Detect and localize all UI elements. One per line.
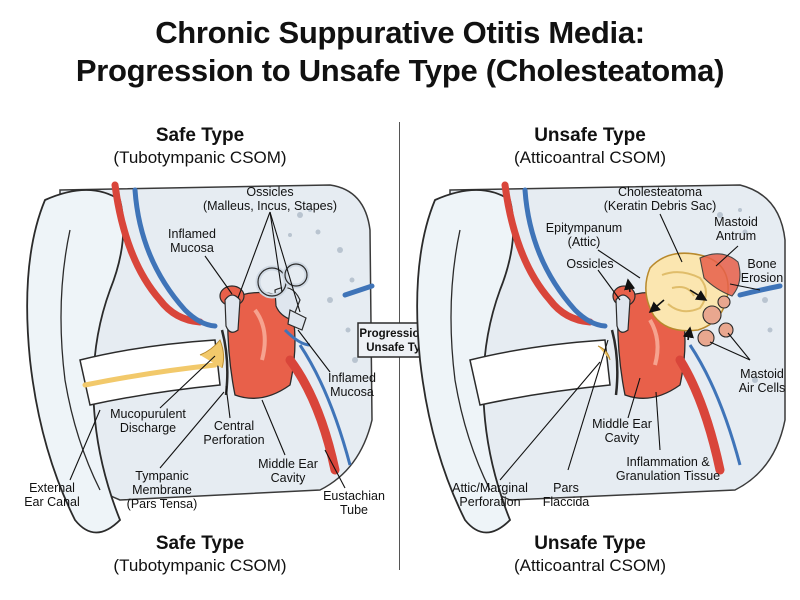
title-line-2: Progression to Unsafe Type (Cholesteatom… — [75, 53, 725, 88]
right-ear-illustration — [416, 181, 786, 534]
label-cholesteatoma-l2: (Keratin Debris Sac) — [604, 199, 717, 213]
left-eustachian-tube — [285, 355, 340, 475]
label-tympanic-l2: Membrane — [132, 483, 192, 497]
label-attic-perforation-l1: Attic/Marginal — [452, 481, 528, 495]
label-inflamed-mucosa-top-l2: Mucosa — [170, 241, 214, 255]
left-subheading: (Tubotympanic CSOM) — [113, 148, 287, 167]
left-footer-heading: Safe Type — [155, 533, 245, 554]
right-ear-canal — [469, 339, 611, 406]
label-bone-erosion-l1: Bone — [747, 257, 776, 271]
label-mucopurulent-l1: Mucopurulent — [110, 407, 186, 421]
label-epitympanum-l2: (Attic) — [568, 235, 601, 249]
left-ear-illustration — [26, 181, 375, 534]
left-footer-subheading: (Tubotympanic CSOM) — [113, 556, 287, 575]
label-mastoid-air-l2: Air Cells — [739, 381, 786, 395]
label-ossicles-l1: Ossicles — [246, 185, 293, 199]
right-labels: Cholesteatoma (Keratin Debris Sac) Epity… — [452, 185, 785, 509]
right-heading: Unsafe Type — [534, 125, 646, 146]
label-mastoid-antrum-l2: Antrum — [716, 229, 756, 243]
arrow-text-l2: Unsafe Type — [366, 342, 434, 354]
label-mucopurulent-l2: Discharge — [120, 421, 176, 435]
right-tympanic-membrane — [610, 329, 619, 396]
label-inflammation-l1: Inflammation & — [626, 455, 710, 469]
label-middle-ear-r-l2: Cavity — [605, 431, 640, 445]
label-middle-ear-r-l1: Middle Ear — [592, 417, 652, 431]
title-line-1: Chronic Suppurative Otitis Media: — [155, 15, 645, 50]
label-external-canal-l2: Ear Canal — [24, 495, 80, 509]
right-subheading: (Atticoantral CSOM) — [513, 148, 667, 167]
label-cholesteatoma-l1: Cholesteatoma — [618, 185, 702, 199]
left-panel-footer: Safe Type (Tubotympanic CSOM) — [50, 532, 350, 576]
right-blue-vessel — [522, 187, 608, 329]
label-central-perforation-l1: Central — [214, 419, 254, 433]
right-footer-subheading: (Atticoantral CSOM) — [513, 556, 667, 575]
label-attic-perforation-l2: Perforation — [459, 495, 520, 509]
label-inflammation-l2: Granulation Tissue — [616, 469, 720, 483]
left-red-vessel — [111, 181, 204, 326]
right-leader-lines — [499, 213, 761, 481]
right-panel-heading: Unsafe Type (Atticoantral CSOM) — [440, 124, 740, 168]
left-blue-vessel — [132, 187, 218, 329]
label-external-canal-l1: External — [29, 481, 75, 495]
label-middle-ear-l2: Cavity — [271, 471, 306, 485]
left-leader-lines — [69, 211, 346, 489]
label-eustachian-l2: Tube — [340, 503, 368, 517]
label-inflamed-mucosa-right-l1: Inflamed — [328, 371, 376, 385]
label-middle-ear-l1: Middle Ear — [258, 457, 318, 471]
right-panel-footer: Unsafe Type (Atticoantral CSOM) — [440, 532, 740, 576]
left-panel-heading: Safe Type (Tubotympanic CSOM) — [50, 124, 350, 168]
mastoid-air-cells — [697, 295, 734, 347]
label-bone-erosion-l2: Erosion — [741, 271, 783, 285]
label-inflamed-mucosa-top-l1: Inflamed — [168, 227, 216, 241]
label-pars-flaccida-l2: Flaccida — [543, 495, 590, 509]
label-inflamed-mucosa-right-l2: Mucosa — [330, 385, 374, 399]
label-central-perforation-l2: Perforation — [203, 433, 264, 447]
label-eustachian-l1: Eustachian — [323, 489, 385, 503]
left-semicircular-canals — [255, 261, 310, 299]
label-ossicles-l2: (Malleus, Incus, Stapes) — [203, 199, 337, 213]
label-pars-flaccida-l1: Pars — [553, 481, 579, 495]
label-mastoid-antrum-l1: Mastoid — [714, 215, 758, 229]
right-ossicles — [615, 294, 631, 333]
left-ossicles — [224, 287, 307, 333]
bone-erosion — [699, 253, 741, 297]
label-tympanic-l3: (Pars Tensa) — [127, 497, 198, 511]
label-ossicles-r: Ossicles — [566, 257, 613, 271]
right-red-vessel — [501, 181, 594, 326]
right-footer-heading: Unsafe Type — [534, 533, 646, 554]
left-labels: Ossicles (Malleus, Incus, Stapes) Inflam… — [24, 185, 385, 517]
page-title: Chronic Suppurative Otitis Media: Progre… — [0, 14, 800, 90]
label-epitympanum-l1: Epitympanum — [546, 221, 622, 235]
label-tympanic-l1: Tympanic — [135, 469, 189, 483]
label-mastoid-air-l1: Mastoid — [740, 367, 784, 381]
left-heading: Safe Type — [155, 125, 245, 146]
